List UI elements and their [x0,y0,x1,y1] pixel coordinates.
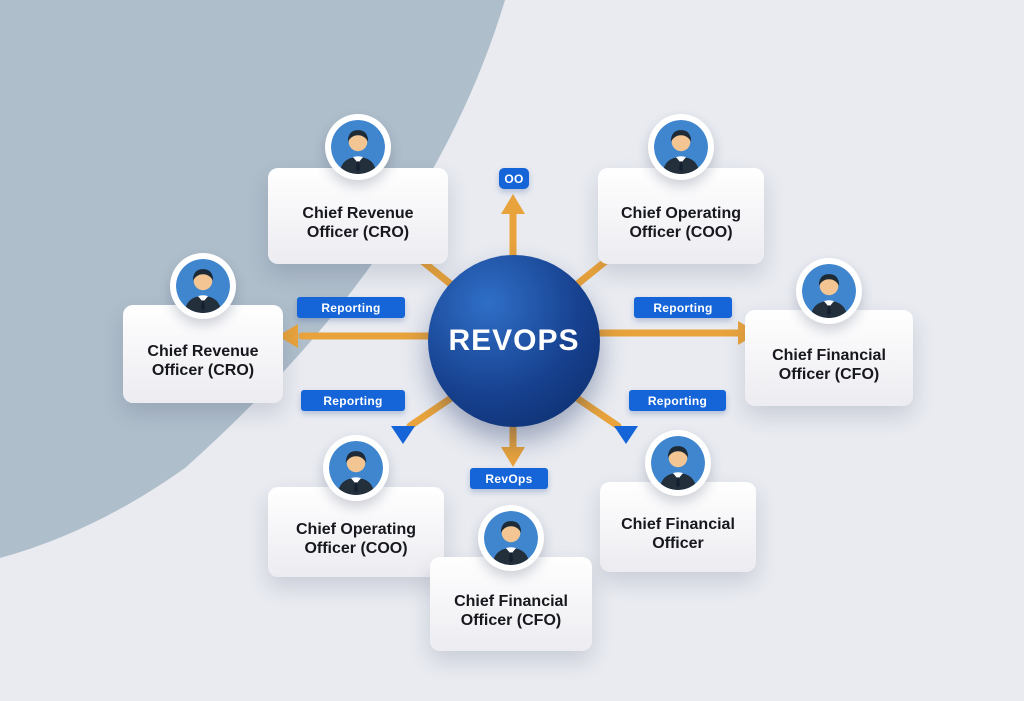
person-avatar-icon [796,258,862,324]
oo-badge: OO [499,168,529,189]
person-avatar-icon [323,435,389,501]
reporting-badge: Reporting [634,297,732,318]
card-chief-revenue-officer-top: Chief Revenue Officer (CRO) [268,168,448,264]
person-avatar-icon [645,430,711,496]
card-chief-financial-officer-right: Chief Financial Officer (CFO) [745,310,913,406]
card-chief-operating-officer-top: Chief Operating Officer (COO) [598,168,764,264]
card-title: Chief Operating Officer (COO) [295,521,416,557]
card-chief-operating-officer-bottom: Chief Operating Officer (COO) [268,487,444,577]
person-avatar-icon [648,114,714,180]
person-avatar-icon [478,505,544,571]
card-chief-financial-officer-bottom: Chief Financial Officer [600,482,756,572]
card-title: Chief Financial Officer (CFO) [454,593,568,629]
revops-hub: REVOPS [428,255,600,427]
card-chief-revenue-officer-left: Chief Revenue Officer (CRO) [123,305,283,403]
card-title: Chief Revenue Officer (CRO) [147,343,259,379]
person-avatar-icon [170,253,236,319]
card-title: Chief Revenue Officer (CRO) [302,205,414,241]
person-avatar-icon [325,114,391,180]
card-title: Chief Financial Officer [621,516,735,552]
card-chief-financial-officer-center: Chief Financial Officer (CFO) [430,557,592,651]
reporting-badge: Reporting [297,297,405,318]
reporting-badge: Reporting [301,390,405,411]
card-title: Chief Financial Officer (CFO) [772,347,886,383]
reporting-badge: Reporting [629,390,726,411]
revops-hub-label: REVOPS [448,324,580,357]
card-title: Chief Operating Officer (COO) [620,205,741,241]
revops-badge: RevOps [470,468,548,489]
